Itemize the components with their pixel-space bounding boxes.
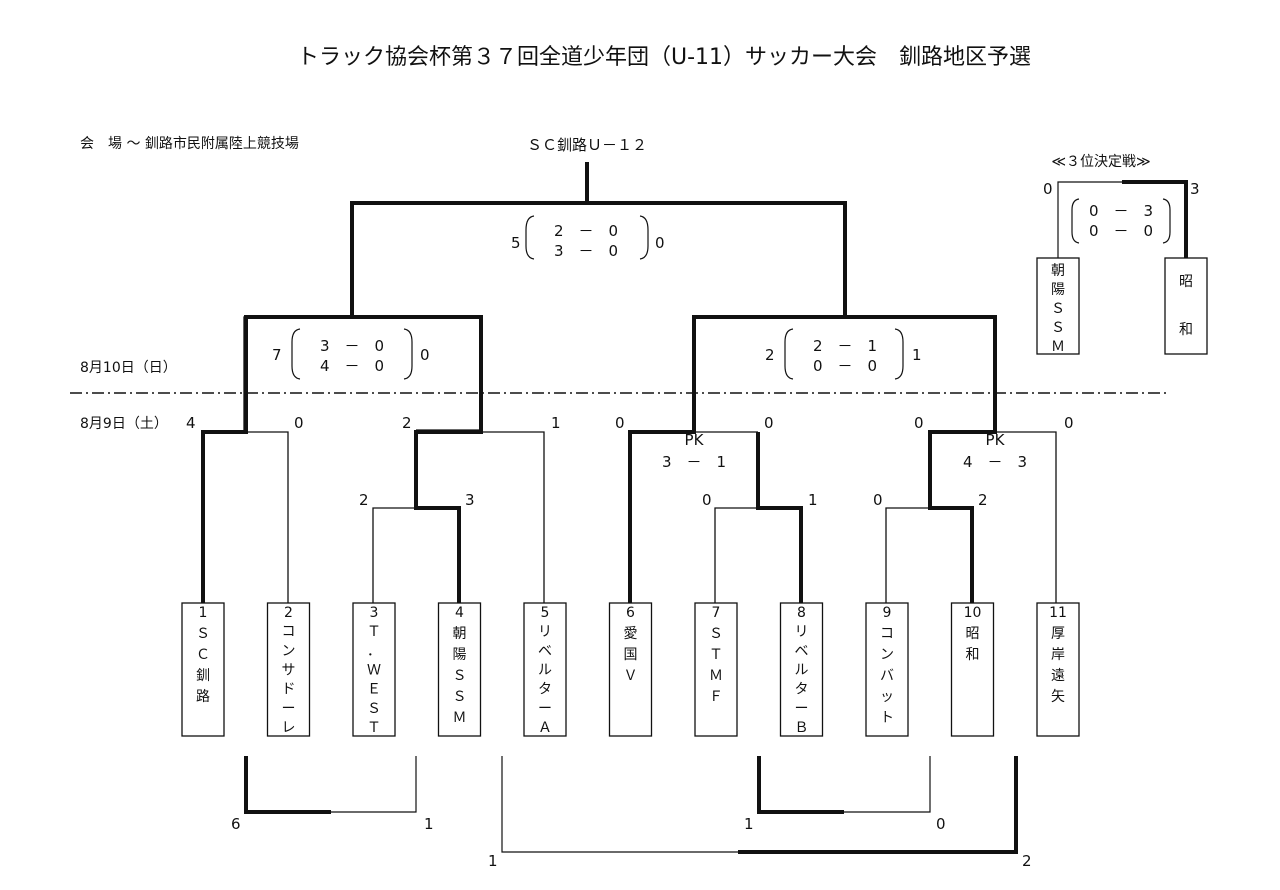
- team-box-10: [950, 602, 995, 737]
- consolation-2-left: 1: [744, 815, 754, 833]
- score-r2-team78: 0: [764, 414, 774, 432]
- third-place-right-score: 3: [1190, 180, 1200, 198]
- third-place-match: ≪３位決定戦≫ 0 3 0 － 3 0 － 0 朝陽ＳＳＭ 昭和: [1036, 154, 1208, 355]
- final-half2: 3 － 0: [554, 242, 618, 260]
- semi-right-left-score: 2: [765, 346, 775, 364]
- date-day2: 8月10日（日）: [80, 360, 177, 376]
- final-score: 5 2 － 0 3 － 0 0: [511, 215, 665, 260]
- team-box-7: [694, 602, 738, 737]
- semi-right-score: 2 2 － 1 0 － 0 1: [765, 328, 922, 380]
- bracket-lines: [243, 203, 1057, 603]
- final-half1: 2 － 0: [554, 222, 618, 240]
- champion-label: ＳＣ釧路Ｕ－１２: [527, 136, 647, 154]
- team-box-5: [523, 602, 567, 737]
- semi-right-right-score: 1: [912, 346, 922, 364]
- team-box-6: [608, 602, 653, 737]
- team-box-4: [437, 602, 482, 737]
- semi-left-half1: 3 － 0: [320, 337, 384, 355]
- team-box-2: [266, 602, 311, 737]
- team-box-3: [352, 602, 396, 737]
- consolation-3-right: 2: [1022, 852, 1032, 870]
- semi-right-half1: 2 － 1: [813, 337, 877, 355]
- third-place-half1: 0 － 3: [1089, 202, 1153, 220]
- semi-left-left-score: 7: [272, 346, 282, 364]
- consolation-1-left: 6: [231, 815, 241, 833]
- team-box-11: [1036, 602, 1080, 737]
- final-left-score: 5: [511, 234, 521, 252]
- pk-label-2: PK: [986, 431, 1006, 449]
- consolation-brackets: 6 1 1 0 1 2: [231, 756, 1032, 870]
- winner-paths: [201, 162, 997, 603]
- pk-label-1: PK: [685, 431, 705, 449]
- semi-left-right-score: 0: [420, 346, 430, 364]
- score-r2-team34: 2: [402, 414, 412, 432]
- third-place-team-left: 朝陽ＳＳＭ: [1051, 263, 1065, 355]
- score-r1-team3: 2: [359, 491, 369, 509]
- score-r1-team9: 0: [873, 491, 883, 509]
- score-r2-team1: 4: [186, 414, 196, 432]
- third-place-left-score: 0: [1043, 180, 1053, 198]
- semi-left-score: 7 3 － 0 4 － 0 0: [272, 328, 430, 380]
- semi-right-half2: 0 － 0: [813, 357, 877, 375]
- pk-score-2: 4 － 3: [963, 453, 1027, 471]
- round-scores: 4 0 2 1 0 0 0 0 2 3 0 1 0 2 PK 3 － 1 PK …: [186, 414, 1074, 509]
- consolation-2-right: 0: [936, 815, 946, 833]
- consolation-3-left: 1: [488, 852, 498, 870]
- third-place-team-right: 昭和: [1179, 274, 1193, 338]
- consolation-1-right: 1: [424, 815, 434, 833]
- pk-score-1: 3 － 1: [662, 453, 726, 471]
- score-r2-team11: 0: [1064, 414, 1074, 432]
- third-place-half2: 0 － 0: [1089, 222, 1153, 240]
- score-r1-team4: 3: [465, 491, 475, 509]
- date-day1: 8月9日（土）: [80, 416, 168, 432]
- venue-label: 会 場 ～ 釧路市民附属陸上競技場: [80, 135, 299, 152]
- score-r1-team10: 2: [978, 491, 988, 509]
- semi-left-half2: 4 － 0: [320, 357, 384, 375]
- score-r1-team7: 0: [702, 491, 712, 509]
- score-r2-team6: 0: [615, 414, 625, 432]
- third-place-label: ≪３位決定戦≫: [1051, 154, 1150, 170]
- score-r2-team910: 0: [914, 414, 924, 432]
- page-title: トラック協会杯第３７回全道少年団（U-11）サッカー大会 釧路地区予選: [297, 45, 1031, 70]
- team-box-9: [865, 602, 909, 737]
- team-box-1: [181, 602, 225, 737]
- score-r1-team8: 1: [808, 491, 818, 509]
- team-box-8: [779, 602, 824, 737]
- final-right-score: 0: [655, 234, 665, 252]
- score-r2-team2: 0: [294, 414, 304, 432]
- score-r2-team5: 1: [551, 414, 561, 432]
